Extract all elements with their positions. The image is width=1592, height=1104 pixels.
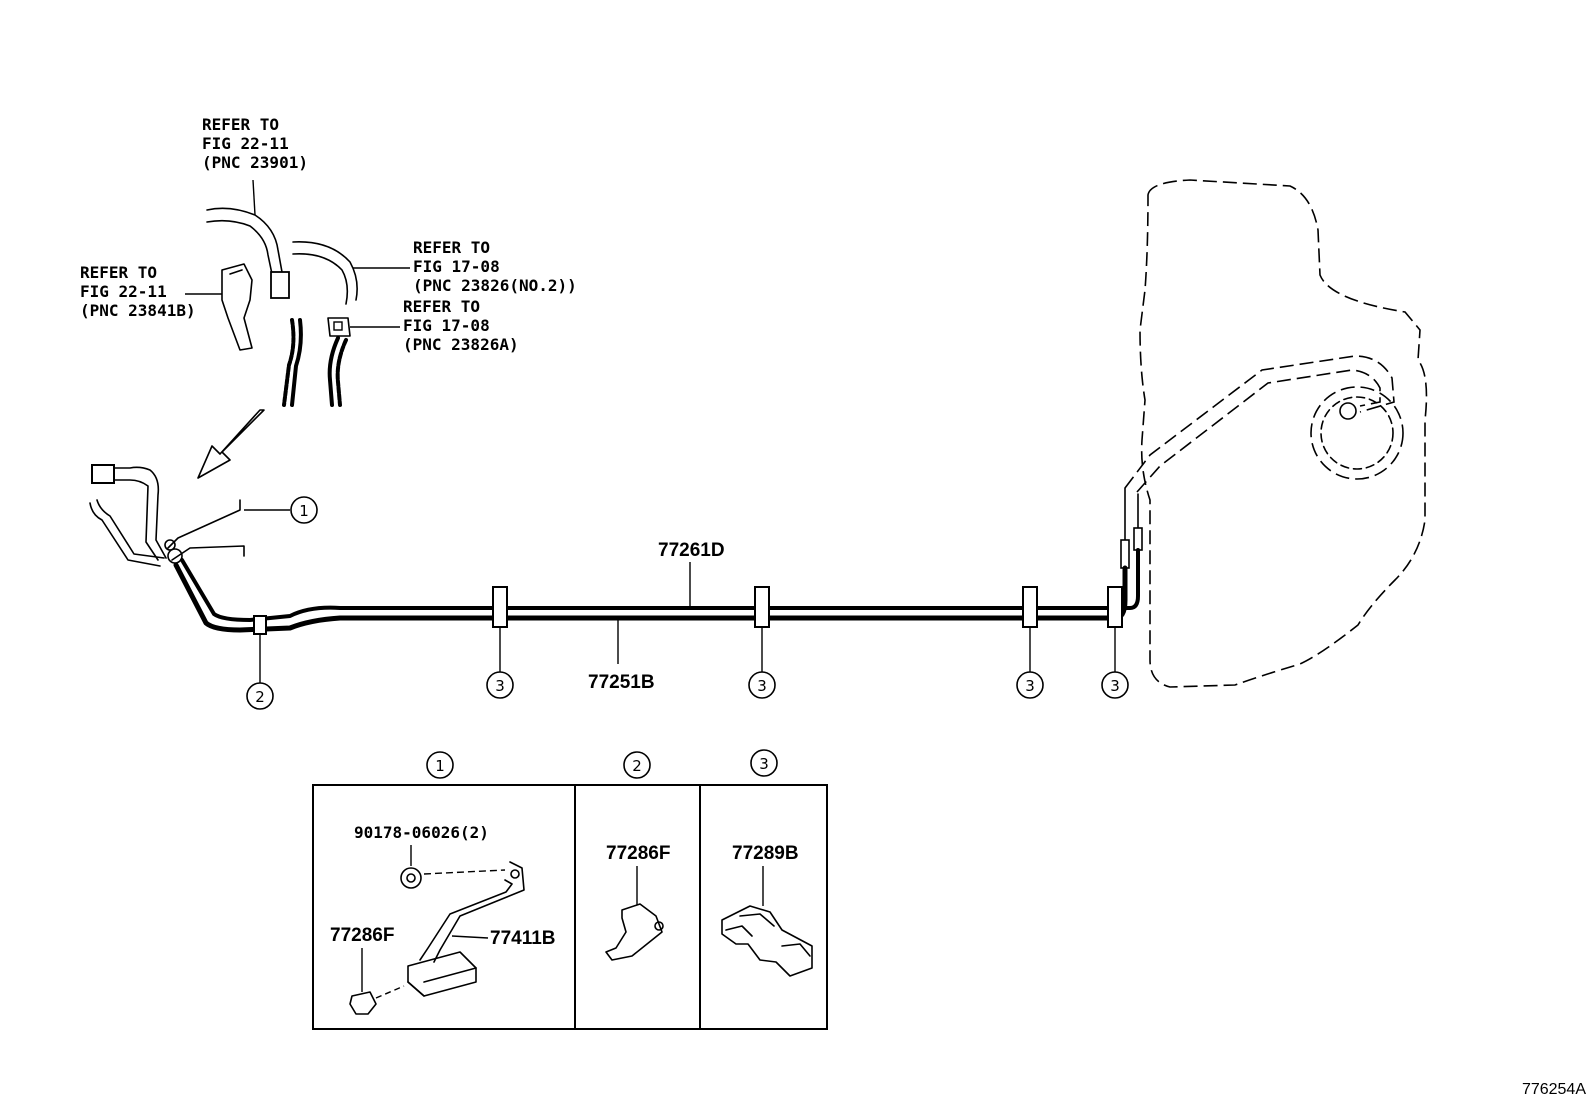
part-number-clamp-detail2: 77286F: [606, 843, 670, 864]
part-number-upper-tube: 77261D: [658, 540, 725, 561]
part-number-bracket: 77411B: [490, 928, 556, 949]
tube-connectors-left: [89, 464, 245, 567]
callout-3-d: 3: [1101, 627, 1129, 699]
callout-number: 2: [632, 757, 642, 775]
part-number-bolt: 90178-06026(2): [354, 823, 489, 842]
ref-23826-no2: REFER TO FIG 17-08 (PNC 23826(NO.2)): [413, 238, 577, 295]
ref-line3: (PNC 23826(NO.2)): [413, 276, 577, 295]
fuel-tank-outline: [1139, 179, 1428, 688]
ref-23826a: REFER TO FIG 17-08 (PNC 23826A): [403, 297, 519, 354]
callout-number: 3: [759, 755, 769, 773]
ref-23901: REFER TO FIG 22-11 (PNC 23901): [202, 115, 308, 172]
callout-number: 1: [299, 502, 309, 520]
callout-3-c: 3: [1016, 627, 1044, 699]
callout-3-b: 3: [748, 627, 776, 699]
ref-line2: FIG 22-11: [202, 134, 289, 153]
callout-number: 1: [435, 757, 445, 775]
detail-1-parts: 90178-06026(2) 77286F 77411B: [330, 823, 556, 1015]
callout-number: 3: [495, 677, 505, 695]
upper-hoses: [206, 207, 358, 407]
detail-panel: 1 2 3 90178-06026(2) 77286F 7: [312, 749, 828, 1030]
callout-number: 3: [1025, 677, 1035, 695]
callout-number: 3: [1110, 677, 1120, 695]
label-77261d: 77261D: [658, 540, 725, 606]
detail-3-parts: 77289B: [721, 843, 813, 977]
figure-id: 776254A: [1522, 1081, 1586, 1098]
part-number-clamp-detail1: 77286F: [330, 925, 394, 946]
direction-arrow: [197, 409, 265, 479]
tube-clamps: [253, 586, 1123, 635]
callout-number: 3: [757, 677, 767, 695]
ref-23841b: REFER TO FIG 22-11 (PNC 23841B): [80, 263, 196, 320]
part-number-clamp-detail3: 77289B: [732, 843, 799, 864]
detail-header-1: 1: [426, 751, 454, 779]
ref-line3: (PNC 23826A): [403, 335, 519, 354]
ref-line1: REFER TO: [202, 115, 279, 134]
callout-number: 2: [255, 688, 265, 706]
label-77251b: 77251B: [588, 618, 655, 693]
ref-line2: FIG 22-11: [80, 282, 167, 301]
ref-line1: REFER TO: [413, 238, 490, 257]
detail-2-parts: 77286F: [605, 843, 670, 961]
part-number-lower-tube: 77251B: [588, 672, 655, 693]
ref-line2: FIG 17-08: [413, 257, 500, 276]
ref-line3: (PNC 23901): [202, 153, 308, 172]
callout-2-main: 2: [246, 634, 274, 710]
fuel-tube-main: [173, 548, 1140, 633]
detail-header-3: 3: [750, 749, 778, 777]
reference-leaders: [185, 179, 410, 328]
ref-line3: (PNC 23841B): [80, 301, 196, 320]
ref-line2: FIG 17-08: [403, 316, 490, 335]
callout-3-a: 3: [486, 627, 514, 699]
detail-header-2: 2: [623, 751, 651, 779]
callout-1-main: 1: [244, 496, 318, 524]
ref-line1: REFER TO: [80, 263, 157, 282]
ref-line1: REFER TO: [403, 297, 480, 316]
